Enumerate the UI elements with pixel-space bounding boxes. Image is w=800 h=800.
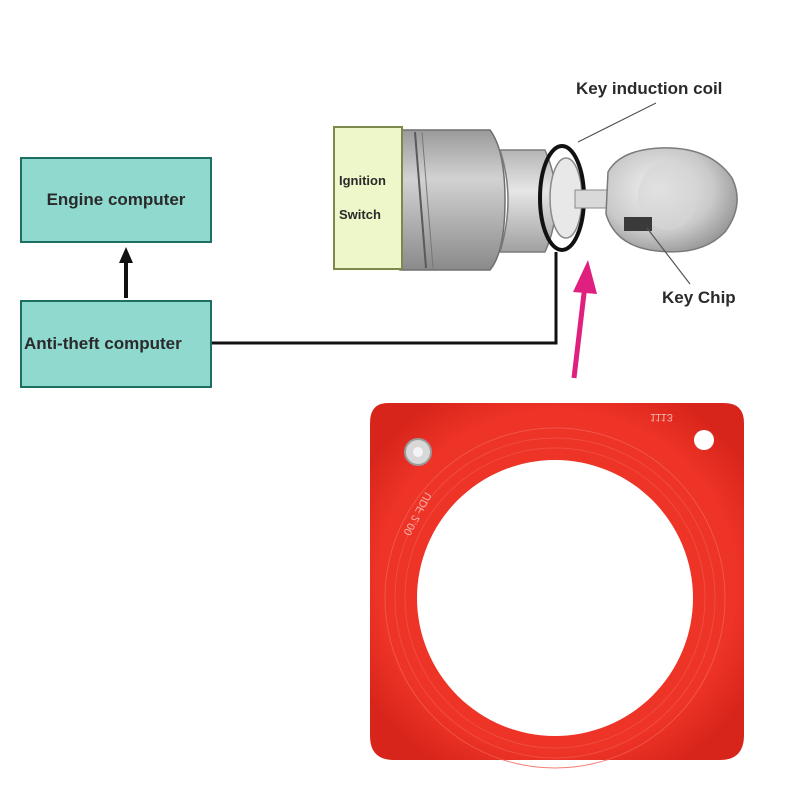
antitheft-computer-label: Anti-theft computer xyxy=(24,334,182,353)
key-head xyxy=(605,147,738,253)
key-chip-shape xyxy=(624,217,652,231)
pcb-code-text: 1113 xyxy=(650,411,673,423)
engine-computer-box: Engine computer xyxy=(20,157,212,243)
coil-leader-line xyxy=(577,102,657,143)
key-induction-coil-label: Key induction coil xyxy=(576,79,723,98)
arrow-antitheft-to-engine xyxy=(119,247,133,298)
key-chip-label: Key Chip xyxy=(662,288,736,307)
pcb-mount-hole xyxy=(694,430,714,450)
magenta-arrow xyxy=(571,260,597,379)
pcb-center-hole xyxy=(417,460,693,736)
pcb-coil-board xyxy=(370,403,744,769)
ignition-switch-label-line2: Switch xyxy=(339,207,381,222)
connection-wire xyxy=(212,252,558,345)
engine-computer-label: Engine computer xyxy=(46,190,186,209)
ignition-switch-box: Ignition Switch xyxy=(333,126,403,270)
antitheft-computer-box: Anti-theft computer xyxy=(20,300,212,388)
ignition-lock-cylinder xyxy=(399,129,611,271)
chip-leader-line xyxy=(646,227,691,285)
ignition-switch-label-line1: Ignition xyxy=(339,173,386,188)
